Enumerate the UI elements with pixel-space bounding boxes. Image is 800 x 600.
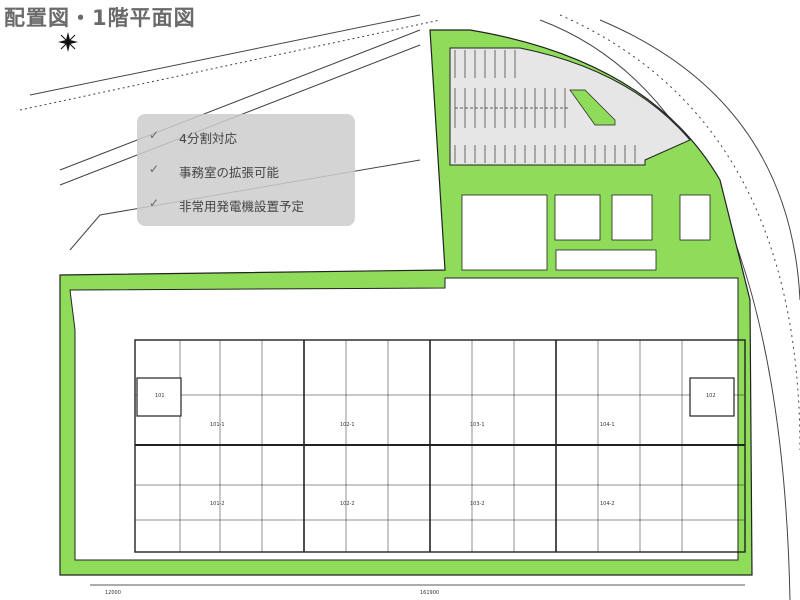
unit-label: 101-1	[210, 422, 225, 428]
check-icon: ✓	[149, 128, 160, 142]
parking-lot	[449, 47, 691, 166]
yard	[69, 277, 739, 561]
check-icon: ✓	[149, 196, 160, 210]
dimension-total: 161900	[420, 590, 439, 596]
unit-label: 102-1	[340, 422, 355, 428]
unit-label: 101-2	[210, 501, 225, 507]
green-island	[569, 89, 616, 126]
unit-label: 103-2	[470, 501, 485, 507]
feature-item: 4分割対応	[179, 131, 237, 146]
feature-item: 事務室の拡張可能	[179, 165, 280, 180]
feature-callout: ✓ 4分割対応 ✓ 事務室の拡張可能 ✓ 非常用発電機設置予定	[137, 114, 355, 226]
dimension-left: 12000	[105, 590, 121, 596]
parking-stalls	[454, 50, 636, 163]
unit-label: 104-1	[600, 422, 615, 428]
page-title: 配置図・1階平面図	[4, 6, 196, 30]
unit-label-end-left: 101	[155, 393, 165, 399]
north-arrow-icon	[58, 32, 78, 52]
main-warehouse	[134, 339, 746, 553]
annex-buildings	[461, 194, 716, 309]
check-icon: ✓	[149, 162, 160, 176]
feature-item: 非常用発電機設置予定	[179, 199, 305, 214]
unit-label-end-right: 102	[706, 393, 716, 399]
unit-label: 103-1	[470, 422, 485, 428]
unit-label: 102-2	[340, 501, 355, 507]
unit-label: 104-2	[600, 501, 615, 507]
